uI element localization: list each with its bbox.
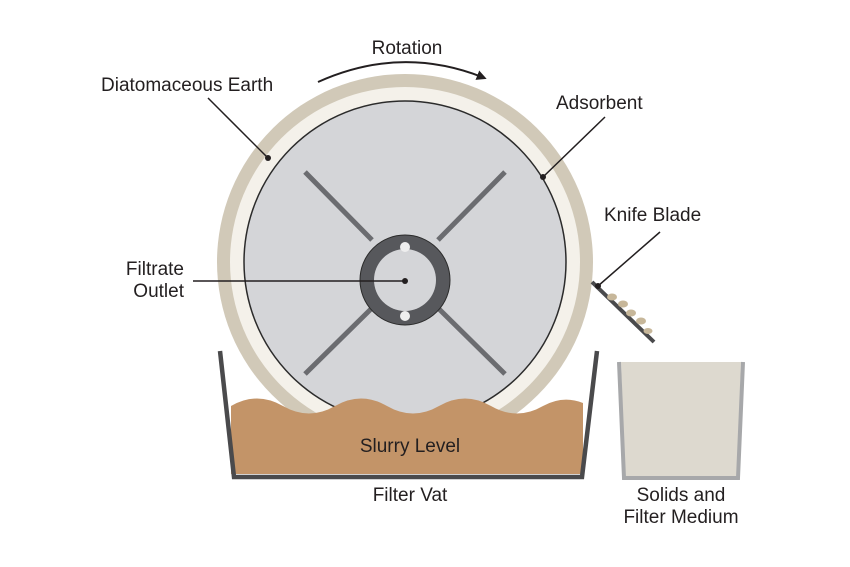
filtrate-outlet-label-line1: Filtrate	[125, 259, 184, 280]
adsorbent-label: Adsorbent	[556, 93, 643, 114]
leader-diatomaceous-earth-dot	[265, 155, 271, 161]
scraped-solids	[607, 293, 653, 334]
leader-knife-blade	[597, 231, 661, 287]
rotation-label: Rotation	[371, 38, 443, 59]
filtrate-outlet-label: Filtrate Outlet	[100, 259, 184, 303]
knife-blade-label: Knife Blade	[604, 205, 702, 226]
hub-bolt-top	[400, 242, 410, 252]
spoke-upper-left	[303, 170, 374, 242]
leader-lines	[193, 97, 661, 289]
solids-label-line1: Solids and	[636, 485, 726, 506]
spoke-lower-right	[436, 306, 507, 376]
hub-bolt-bottom	[400, 311, 410, 321]
solids-filter-medium-label: Solids and Filter Medium	[600, 485, 762, 529]
filter-vat-label: Filter Vat	[372, 485, 448, 506]
drum-spokes	[303, 170, 507, 376]
leader-knife-blade-dot	[595, 283, 601, 289]
solids-bin-fill	[621, 362, 741, 477]
solids-label-line2: Filter Medium	[623, 507, 739, 528]
leader-adsorbent-dot	[540, 174, 546, 180]
spoke-lower-left	[303, 306, 374, 376]
diatomaceous-earth-label: Diatomaceous Earth	[101, 75, 274, 96]
filtrate-outlet-label-line2: Outlet	[133, 281, 184, 302]
slurry	[231, 398, 583, 474]
knife-blade	[590, 280, 656, 344]
solids-bin	[617, 361, 745, 480]
spoke-upper-right	[436, 170, 507, 242]
leader-diatomaceous-earth	[207, 97, 269, 159]
leader-adsorbent	[542, 116, 606, 178]
slurry-level-label: Slurry Level	[359, 436, 461, 457]
filter-vat	[217, 350, 600, 480]
rotation-arrow	[317, 61, 487, 83]
